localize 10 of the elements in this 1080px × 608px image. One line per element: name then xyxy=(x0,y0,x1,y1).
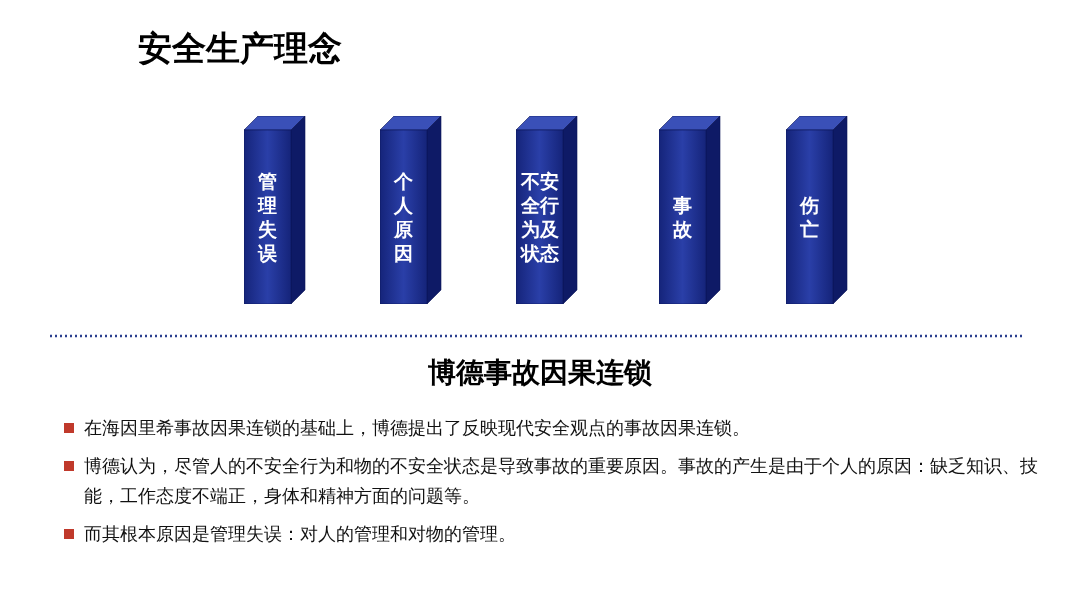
bullet-text: 博德认为，尽管人的不安全行为和物的不安全状态是导致事故的重要原因。事故的产生是由于个人的原因：缺乏知识、技能，工作态度不端正，身体和精神方面的问题等。 xyxy=(84,455,1039,508)
slide-title: 安全生产理念 xyxy=(138,27,342,70)
pillar-label: 事故 xyxy=(672,193,693,241)
bullet-text: 而其根本原因是管理失误：对人的管理和对物的管理。 xyxy=(84,523,517,546)
pillar-label: 管理失误 xyxy=(257,169,278,265)
bullet-text: 在海因里希事故因果连锁的基础上，博德提出了反映现代安全观点的事故因果连锁。 xyxy=(84,417,751,440)
section-heading: 博德事故因果连锁 xyxy=(428,356,652,390)
pillar-label: 伤亡 xyxy=(799,193,820,241)
pillar-label: 不安全行为及状态 xyxy=(519,169,560,265)
pillar-label: 个人原因 xyxy=(393,169,414,265)
